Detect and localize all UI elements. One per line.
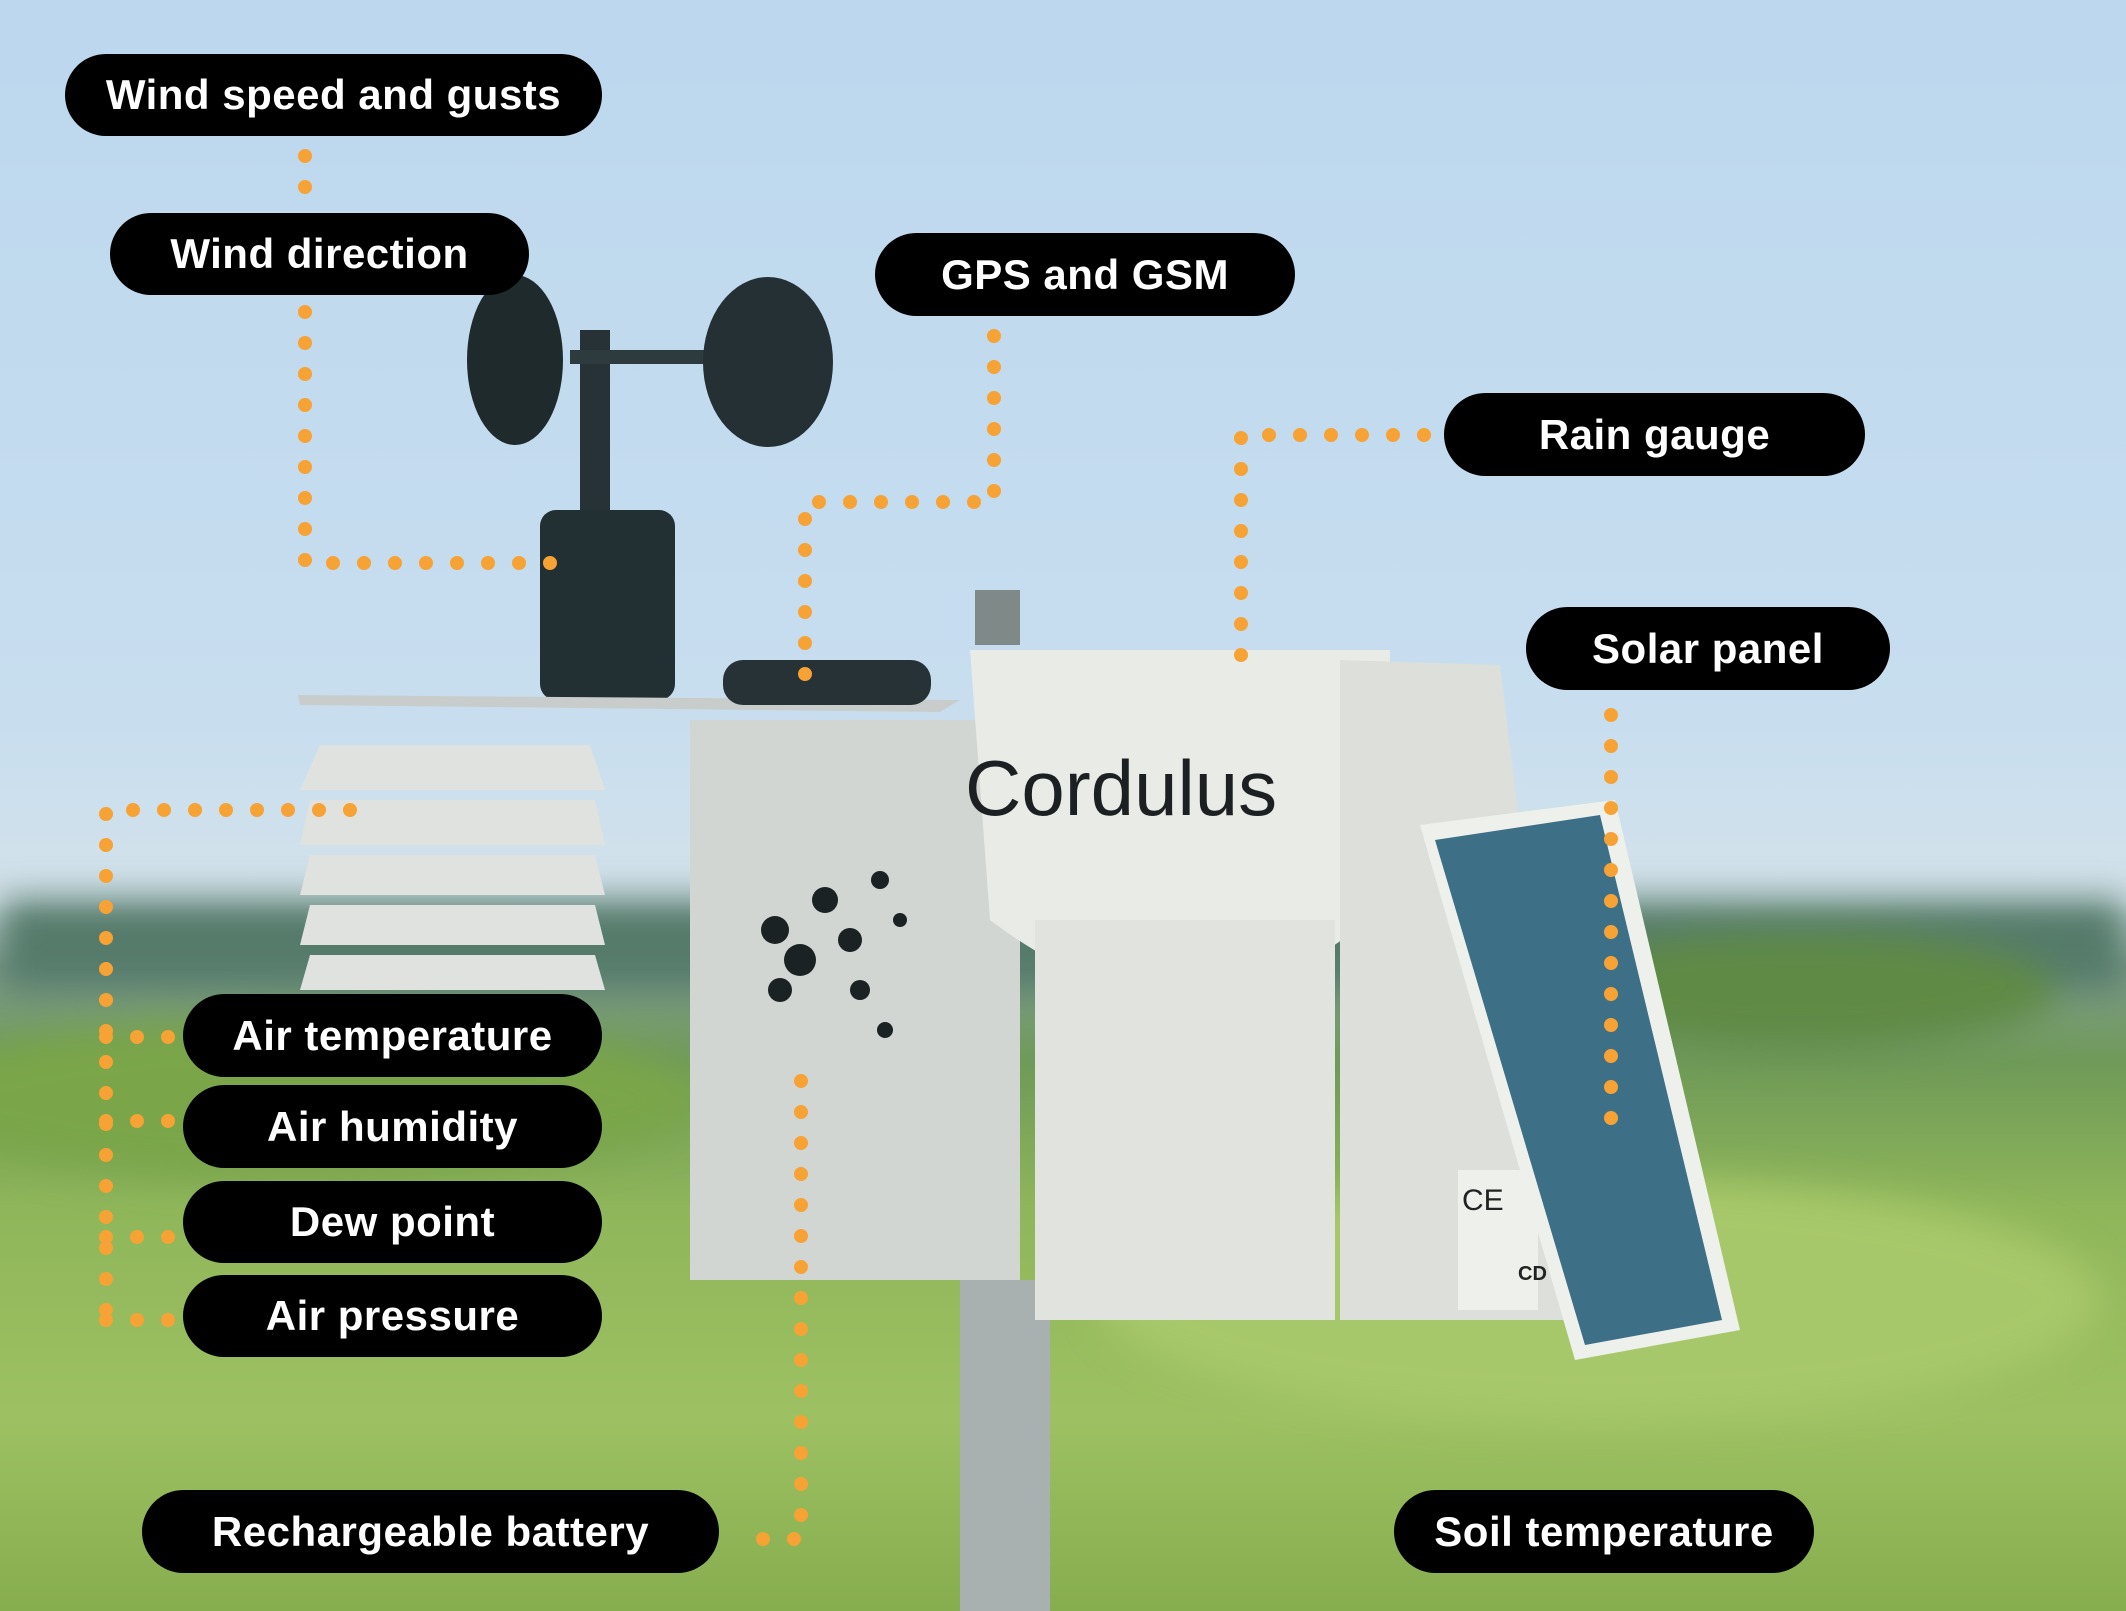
mast-pole: [960, 1280, 1050, 1611]
model-text: CD: [1518, 1263, 1547, 1285]
label-air-pressure: Air pressure: [183, 1275, 602, 1357]
logger-logo: [761, 871, 907, 1038]
gps-antenna: [723, 660, 931, 705]
label-air-humidity: Air humidity: [183, 1085, 602, 1168]
leader-wind-direction: [298, 305, 563, 570]
ce-mark: CE: [1462, 1184, 1504, 1217]
label-rain-gauge: Rain gauge: [1444, 393, 1865, 476]
label-wind-speed: Wind speed and gusts: [65, 54, 602, 136]
label-air-temperature: Air temperature: [183, 994, 602, 1077]
label-wind-direction: Wind direction: [110, 213, 529, 295]
label-rechargeable-battery: Rechargeable battery: [142, 1490, 719, 1573]
rain-gauge-body: [970, 650, 1390, 996]
radiation-shield: [300, 745, 605, 990]
brand-text: Cordulus: [965, 744, 1277, 832]
label-dew-point: Dew point: [183, 1181, 602, 1263]
label-solar-panel: Solar panel: [1526, 607, 1890, 690]
leader-gps: [798, 329, 1001, 692]
logger-enclosure: [690, 720, 1020, 1280]
label-gps-gsm: GPS and GSM: [875, 233, 1295, 316]
leader-rain-gauge: [1234, 428, 1431, 685]
anemometer: [467, 275, 833, 700]
label-soil-temperature: Soil temperature: [1394, 1490, 1814, 1573]
leader-thermo-trunk: [99, 803, 357, 1327]
solar-panel-cells: [1435, 815, 1722, 1345]
leader-battery: [732, 1074, 808, 1546]
